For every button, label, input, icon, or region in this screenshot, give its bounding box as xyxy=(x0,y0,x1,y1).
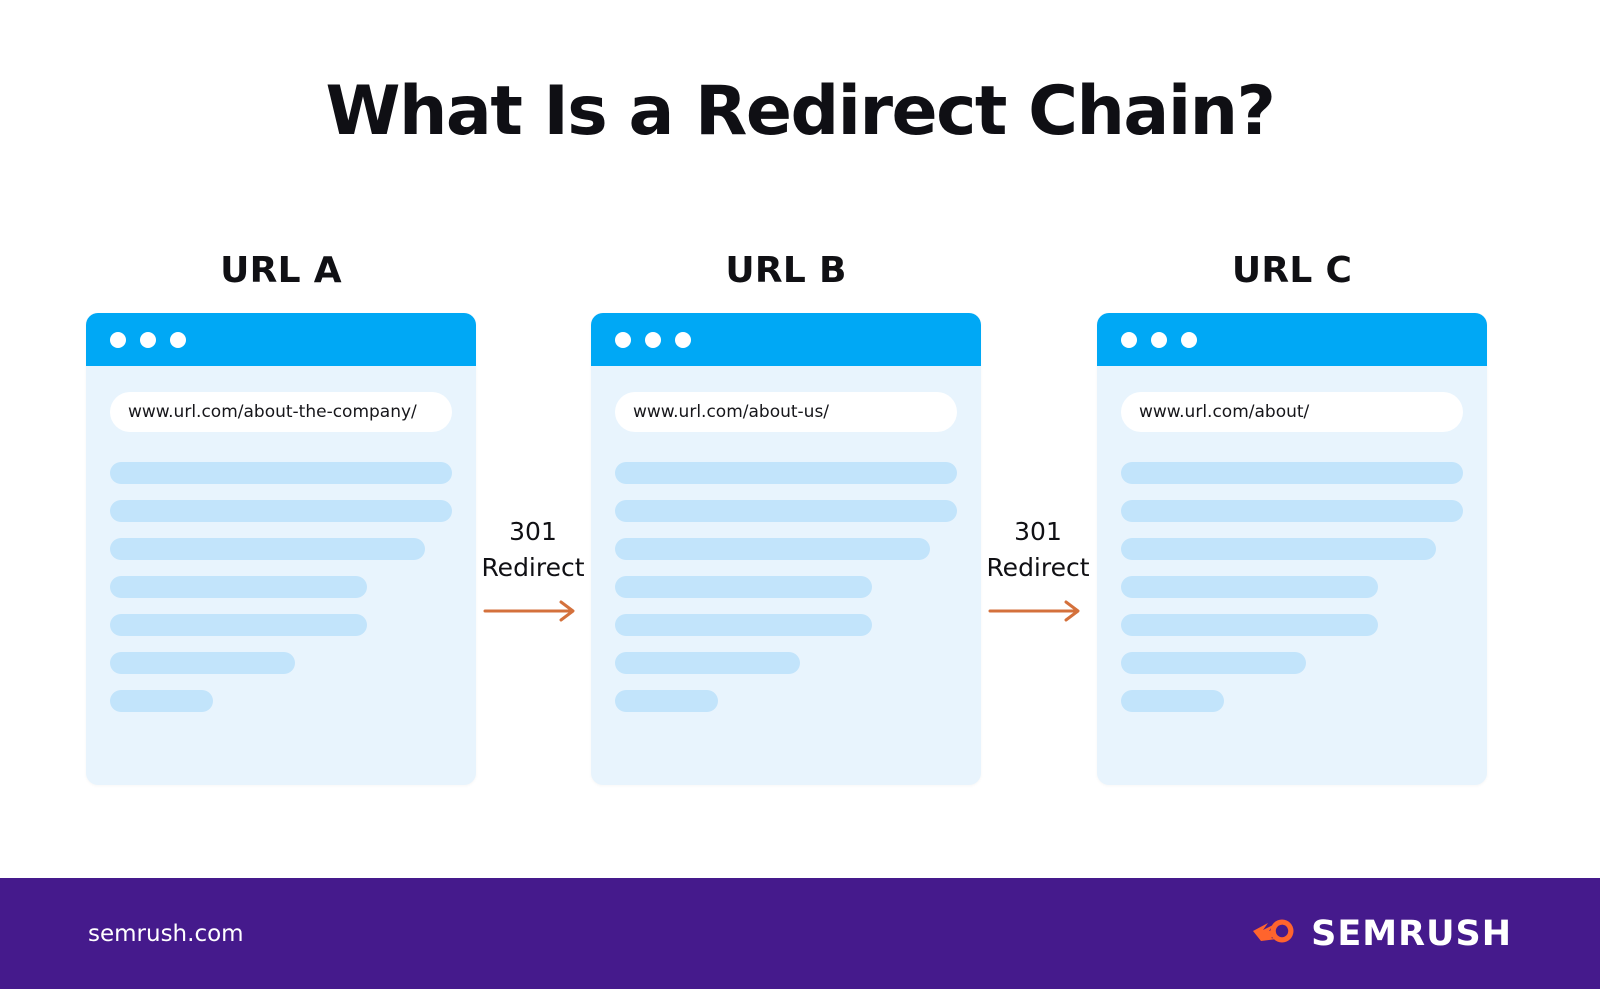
url-node-a-label: URL A xyxy=(220,250,342,291)
content-placeholder-b xyxy=(591,432,981,712)
traffic-light-dot-icon xyxy=(615,331,631,348)
url-node-b: URL B www.url.com/about-us/ xyxy=(591,250,981,785)
url-address-bar-a[interactable]: www.url.com/about-the-company/ xyxy=(110,392,452,432)
browser-titlebar-c xyxy=(1097,313,1487,366)
redirect-connector-1: 301 Redirect xyxy=(478,514,588,623)
redirect-code-1: 301 xyxy=(509,517,557,546)
url-bar-container-a: www.url.com/about-the-company/ xyxy=(86,366,476,432)
redirect-action-2: Redirect xyxy=(986,553,1090,583)
url-bar-container-c: www.url.com/about/ xyxy=(1097,366,1487,432)
browser-titlebar-b xyxy=(591,313,981,366)
url-node-c: URL C www.url.com/about/ xyxy=(1097,250,1487,785)
browser-window-b: www.url.com/about-us/ xyxy=(591,313,981,785)
skeleton-line xyxy=(110,576,367,598)
skeleton-line xyxy=(1121,500,1463,522)
traffic-light-dot-icon xyxy=(140,331,156,348)
content-placeholder-a xyxy=(86,432,476,712)
url-node-b-label: URL B xyxy=(725,250,847,291)
browser-window-a: www.url.com/about-the-company/ xyxy=(86,313,476,785)
skeleton-line xyxy=(110,462,452,484)
page-title: What Is a Redirect Chain? xyxy=(325,72,1276,151)
semrush-comet-icon xyxy=(1251,911,1297,956)
arrow-right-icon xyxy=(478,599,588,623)
skeleton-line xyxy=(615,690,718,712)
traffic-light-dot-icon xyxy=(1181,331,1197,348)
footer-site-url[interactable]: semrush.com xyxy=(88,920,244,947)
traffic-light-dot-icon xyxy=(170,331,186,348)
skeleton-line xyxy=(615,462,957,484)
skeleton-line xyxy=(110,500,452,522)
url-node-c-label: URL C xyxy=(1231,250,1353,291)
url-address-bar-c[interactable]: www.url.com/about/ xyxy=(1121,392,1463,432)
skeleton-line xyxy=(1121,652,1306,674)
redirect-chain-diagram: URL A www.url.com/about-the-company/ xyxy=(0,250,1600,810)
url-bar-container-b: www.url.com/about-us/ xyxy=(591,366,981,432)
redirect-code-2: 301 xyxy=(1014,517,1062,546)
skeleton-line xyxy=(615,614,872,636)
skeleton-line xyxy=(110,690,213,712)
skeleton-line xyxy=(110,652,295,674)
browser-window-c: www.url.com/about/ xyxy=(1097,313,1487,785)
url-address-bar-b[interactable]: www.url.com/about-us/ xyxy=(615,392,957,432)
skeleton-line xyxy=(1121,462,1463,484)
skeleton-line xyxy=(1121,690,1224,712)
skeleton-line xyxy=(1121,614,1378,636)
skeleton-line xyxy=(1121,538,1436,560)
skeleton-line xyxy=(615,538,930,560)
traffic-light-dot-icon xyxy=(1151,331,1167,348)
traffic-light-dot-icon xyxy=(645,331,661,348)
skeleton-line xyxy=(615,500,957,522)
arrow-right-icon xyxy=(983,599,1093,623)
content-placeholder-c xyxy=(1097,432,1487,712)
traffic-light-dot-icon xyxy=(1121,331,1137,348)
skeleton-line xyxy=(615,652,800,674)
skeleton-line xyxy=(110,614,367,636)
redirect-connector-2: 301 Redirect xyxy=(983,514,1093,623)
skeleton-line xyxy=(1121,576,1378,598)
skeleton-line xyxy=(615,576,872,598)
skeleton-line xyxy=(110,538,425,560)
traffic-light-dot-icon xyxy=(675,331,691,348)
semrush-brand-lockup[interactable]: SEMRUSH xyxy=(1251,911,1512,956)
footer-bar: semrush.com SEMRUSH xyxy=(0,878,1600,989)
url-node-a: URL A www.url.com/about-the-company/ xyxy=(86,250,476,785)
redirect-action-1: Redirect xyxy=(481,553,585,583)
browser-titlebar-a xyxy=(86,313,476,366)
traffic-light-dot-icon xyxy=(110,331,126,348)
semrush-wordmark: SEMRUSH xyxy=(1311,913,1512,954)
